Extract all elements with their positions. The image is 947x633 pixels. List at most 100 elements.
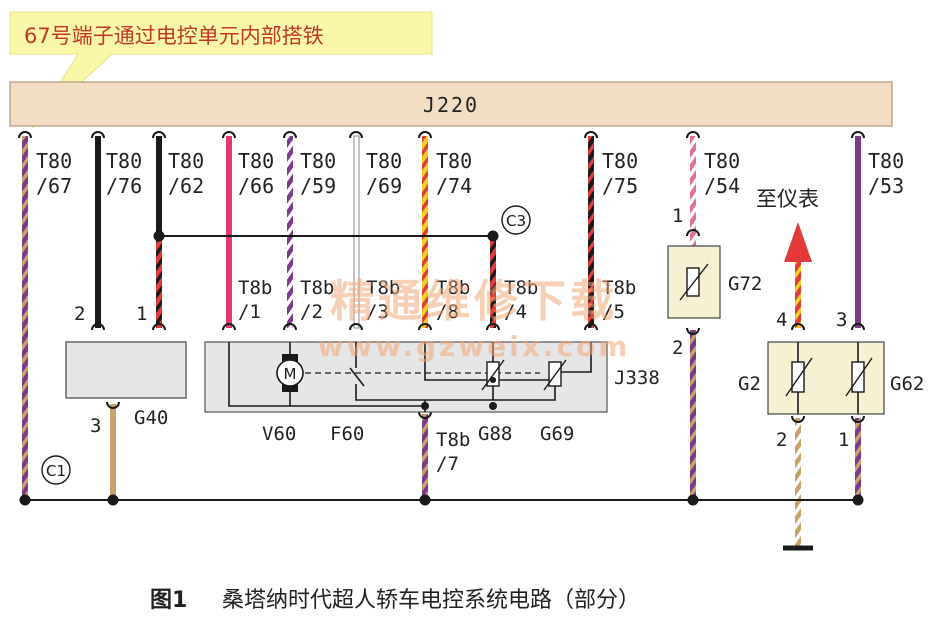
- cap-g2-4: [791, 323, 805, 331]
- t8b-labels: T8b/1 T8b/2 T8b/3 T8b/8 T8b/4 T8b/5 T8b/…: [238, 277, 636, 475]
- label-t8b-2: T8b/2: [300, 277, 334, 323]
- junction-dot: [107, 494, 119, 506]
- junction-dots: [19, 230, 864, 506]
- wire-t59: [287, 136, 293, 328]
- wire-g2-ground: [795, 418, 801, 546]
- wire-t66: [226, 136, 232, 328]
- t80-labels: T80/67 T80/76 T80/62 T80/66 T80/59 T80/6…: [36, 149, 904, 198]
- junction-dot: [487, 230, 499, 242]
- label-t80-76: T80/76: [106, 149, 142, 198]
- sensor-g72-icon: [686, 267, 700, 297]
- cap-j338-8: [418, 323, 432, 331]
- label-g2: G2: [738, 373, 761, 395]
- cap-g40-2: [91, 323, 105, 331]
- pin-g2-2: 2: [776, 429, 787, 451]
- callout-text: 67号端子通过电控单元内部搭铁: [24, 24, 324, 48]
- component-j338: M: [204, 341, 608, 413]
- pin-g40-3: 3: [90, 415, 101, 437]
- label-f60: F60: [330, 423, 364, 445]
- wires: [22, 135, 861, 551]
- label-t8b-8: T8b/8: [436, 277, 470, 323]
- wire-t67: [22, 136, 28, 500]
- label-t8b-1: T8b/1: [238, 277, 272, 323]
- cap-t62: [152, 131, 166, 139]
- pin-g72-1: 1: [672, 205, 683, 227]
- label-t80-66: T80/66: [238, 149, 274, 198]
- sensor-g62-icon: [851, 361, 865, 393]
- pin-g62-1: 1: [838, 429, 849, 451]
- cap-t69: [349, 131, 363, 139]
- wire-t54: [690, 136, 696, 246]
- svg-text:C3: C3: [506, 212, 526, 230]
- to-instrument-label: 至仪表: [756, 187, 819, 211]
- connector-caps: [18, 131, 865, 423]
- wire-t69: [353, 135, 360, 329]
- junction-dot: [852, 494, 864, 506]
- cap-t54: [686, 131, 700, 139]
- label-t80-75: T80/75: [602, 149, 638, 198]
- wire-c3-down: [490, 236, 496, 328]
- sensor-g2-icon: [791, 361, 805, 393]
- callout-bubble: 67号端子通过电控单元内部搭铁: [9, 11, 433, 129]
- label-t80-67: T80/67: [36, 149, 72, 198]
- junction-dot: [489, 402, 497, 410]
- label-t80-53: T80/53: [868, 149, 904, 198]
- figure-caption: 图1 桑塔纳时代超人轿车电控系统电路（部分）: [150, 588, 640, 613]
- cap-t74: [418, 131, 432, 139]
- label-t80-74: T80/74: [436, 149, 472, 198]
- cap-j338-5: [584, 323, 598, 331]
- component-g2-g62: [767, 341, 885, 415]
- svg-text:C1: C1: [46, 462, 66, 480]
- watermark-title: 精通维修下载: [330, 276, 618, 327]
- cap-j338-2: [283, 323, 297, 331]
- wire-t74: [422, 136, 428, 328]
- cap-j338-3: [349, 323, 363, 331]
- component-labels: G40 J338 V60 F60 G88 G69 G72 G2 G62: [134, 273, 924, 445]
- cap-t67: [18, 131, 32, 139]
- wire-t8b7: [422, 414, 428, 500]
- label-g88: G88: [478, 423, 512, 445]
- motor-icon: [276, 359, 304, 387]
- cap-j338-1: [222, 323, 236, 331]
- component-g40: [65, 341, 187, 399]
- label-t8b-3: T8b/3: [366, 277, 400, 323]
- wire-t62-red: [156, 236, 162, 328]
- wire-t53: [855, 136, 861, 328]
- label-g40: G40: [134, 407, 168, 429]
- pin-g40-2: 2: [74, 303, 85, 325]
- junction-dot: [421, 402, 429, 410]
- cap-t59: [283, 131, 297, 139]
- pin-numbers: 2 1 3 1 2 4 3 2 1: [74, 205, 849, 451]
- switch-f60-icon: [349, 367, 365, 387]
- pin-g2-4: 4: [776, 309, 787, 331]
- label-t8b-5: T8b/5: [602, 277, 636, 323]
- caption-text: 桑塔纳时代超人轿车电控系统电路（部分）: [222, 588, 640, 613]
- label-t80-54: T80/54: [704, 149, 740, 198]
- cap-j338-7: [418, 411, 432, 419]
- cap-g40-1: [152, 323, 166, 331]
- ecu-j220: J220: [9, 81, 893, 127]
- wire-g62-ground: [855, 418, 861, 500]
- arrow-to-instrument-icon: [784, 222, 812, 262]
- cap-j338-4: [486, 323, 500, 331]
- cap-t76: [91, 131, 105, 139]
- motor-label: M: [284, 365, 297, 383]
- label-g62: G62: [890, 373, 924, 395]
- junction-dot: [490, 377, 496, 383]
- cap-g2-2: [791, 415, 805, 423]
- ecu-label: J220: [423, 93, 479, 117]
- label-v60: V60: [262, 423, 296, 445]
- wire-t75: [588, 136, 594, 328]
- wire-g2-4: [795, 258, 801, 328]
- cap-g72-1: [686, 229, 700, 237]
- label-t80-59: T80/59: [300, 149, 336, 198]
- junction-dot: [419, 494, 431, 506]
- cap-g62-1: [851, 415, 865, 423]
- junction-dot: [687, 494, 699, 506]
- label-t80-62: T80/62: [168, 149, 204, 198]
- cap-t75: [584, 131, 598, 139]
- label-t8b-4: T8b/4: [504, 277, 538, 323]
- cap-t53: [851, 131, 865, 139]
